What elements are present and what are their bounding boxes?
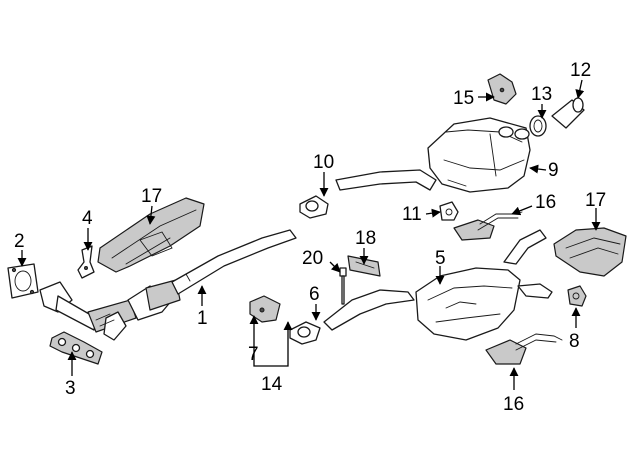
rear-muffler-part: [335, 117, 531, 193]
callout-6: 6: [309, 284, 320, 305]
bolt-part: [339, 267, 347, 305]
isolator-upper-part: [439, 201, 459, 221]
callout-15: 15: [453, 88, 474, 109]
callout-14: 14: [261, 374, 283, 395]
callout-13: 13: [531, 84, 552, 105]
front-heat-shield-part: [97, 197, 205, 273]
callout-4: 4: [82, 208, 93, 229]
isolator-lower-part: [567, 285, 587, 307]
front-gasket-part: [7, 263, 39, 299]
manifold-gasket-part: [49, 331, 103, 365]
callout-12: 12: [570, 60, 591, 81]
rear-hanger-upper-part: [453, 211, 523, 241]
callout-2: 2: [14, 231, 25, 252]
callout-17: 17: [141, 186, 162, 207]
exhaust-tip-part: [551, 97, 585, 129]
callout-11: 11: [402, 204, 422, 225]
rear-hanger-lower-part: [485, 333, 563, 365]
callout-10: 10: [313, 152, 334, 173]
callout-8: 8: [569, 331, 580, 352]
callout-7: 7: [248, 344, 259, 365]
hanger-isolator-lower-part: [289, 321, 321, 345]
callout-18: 17: [585, 190, 606, 211]
callout-5: 5: [435, 248, 446, 269]
callout-1: 1: [197, 308, 208, 329]
callout-3: 3: [65, 378, 76, 399]
hanger-isolator-upper-part: [299, 195, 329, 219]
bracket-part: [77, 245, 95, 279]
callout-9: 9: [548, 160, 559, 181]
tailpipe-clamp-part: [529, 115, 547, 137]
callout-20: 20: [302, 248, 323, 269]
callout-16-lower: 16: [503, 394, 524, 415]
muffler-mount-bracket-part: [487, 73, 517, 105]
callout-16-upper: 16: [535, 192, 556, 213]
rear-heat-shield-part: [553, 227, 627, 277]
center-muffler-part: [323, 229, 553, 341]
callout-19: 18: [355, 228, 376, 249]
front-pipe-catalytic-converter-part: [39, 229, 297, 341]
